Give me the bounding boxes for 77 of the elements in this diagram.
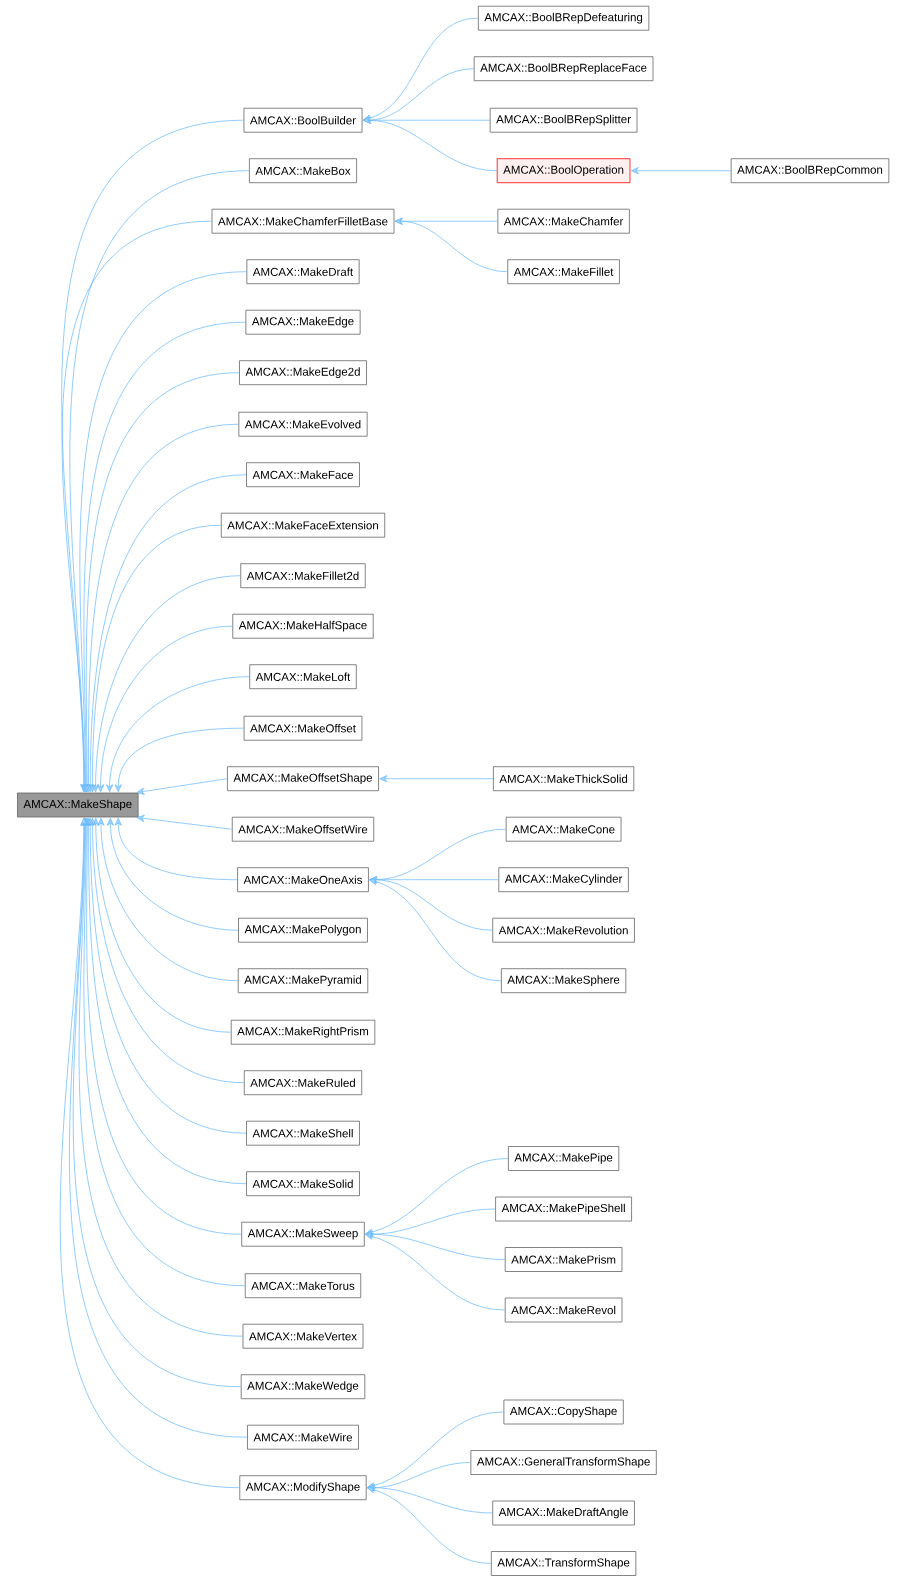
arrow — [86, 474, 247, 793]
class-box: AMCAX::MakeDraftAngle — [492, 1500, 635, 1526]
class-box: AMCAX::BoolBRepSplitter — [489, 107, 638, 133]
class-box: AMCAX::MakeEvolved — [238, 411, 368, 437]
class-box: AMCAX::MakeEdge — [245, 309, 361, 335]
arrow — [362, 116, 498, 172]
arrow — [61, 220, 212, 793]
class-box: AMCAX::MakePipe — [508, 1146, 620, 1171]
class-box: AMCAX::MakeChamfer — [497, 208, 630, 234]
arrow — [367, 1484, 493, 1514]
arrow — [369, 876, 493, 931]
class-box: AMCAX::MakeShell — [246, 1120, 360, 1146]
class-box: AMCAX::BoolBRepReplaceFace — [473, 56, 654, 82]
arrow — [136, 814, 233, 830]
arrow — [367, 1486, 492, 1564]
class-box: AMCAX::MakeDraft — [246, 259, 360, 285]
class-box: AMCAX::MakeSolid — [246, 1171, 360, 1197]
class-box: AMCAX::MakeOffsetShape — [227, 766, 379, 792]
arrow — [365, 1232, 506, 1311]
class-box: AMCAX::MakeLoft — [249, 664, 357, 690]
class-box: AMCAX::MakeHalfSpace — [232, 613, 374, 639]
class-box: AMCAX::MakeWire — [247, 1424, 359, 1450]
class-box: AMCAX::MakePipeShell — [495, 1196, 632, 1222]
arrow — [92, 817, 232, 1033]
class-box: AMCAX::MakeTorus — [244, 1273, 362, 1299]
class-box: AMCAX::MakeEdge2d — [239, 360, 367, 386]
arrow — [88, 817, 245, 1084]
arrow — [136, 778, 228, 795]
arrow — [97, 625, 233, 793]
class-box: AMCAX::MakeVertex — [242, 1323, 364, 1349]
class-box: AMCAX::CopyShape — [503, 1399, 624, 1425]
arrow — [114, 817, 238, 881]
arrow — [60, 817, 240, 1489]
class-box: AMCAX::MakeBox — [249, 158, 357, 184]
arrow — [365, 1158, 509, 1236]
class-box: AMCAX::MakeCone — [505, 816, 622, 842]
class-box: AMCAX::MakeThickSolid — [492, 766, 635, 792]
class-box: AMCAX::MakeFace — [246, 462, 360, 488]
class-box: AMCAX::MakeRevolution — [492, 917, 635, 943]
arrow — [394, 217, 508, 273]
class-box: AMCAX::MakeOffset — [243, 715, 363, 741]
class-box: AMCAX::MakeFillet — [507, 259, 620, 285]
class-box: AMCAX::BoolBuilder — [243, 107, 363, 133]
class-box: AMCAX::MakeChamferFilletBase — [211, 208, 395, 234]
class-box: AMCAX::GeneralTransformShape — [470, 1450, 657, 1475]
class-box: AMCAX::MakePyramid — [237, 968, 369, 994]
class-box: AMCAX::MakeSphere — [500, 968, 627, 994]
arrow — [114, 727, 244, 793]
arrow — [369, 878, 502, 982]
class-box: AMCAX::MakeRuled — [243, 1070, 363, 1096]
class-box: AMCAX::MakePrism — [504, 1247, 623, 1272]
class-box: AMCAX::MakeSweep — [241, 1221, 365, 1247]
class-box: AMCAX::MakeOffsetWire — [231, 816, 375, 842]
class-box: AMCAX::MakeRevol — [504, 1297, 623, 1323]
arrow — [365, 1230, 506, 1260]
arrow — [379, 775, 494, 783]
arrow — [92, 575, 241, 793]
class-box: AMCAX::MakeFaceExtension — [220, 512, 386, 538]
class-box: AMCAX::MakeFillet2d — [240, 563, 366, 589]
class-box: AMCAX::MakePolygon — [238, 917, 368, 943]
class-box: AMCAX::MakeCylinder — [498, 867, 629, 893]
arrow — [106, 676, 250, 793]
arrow — [362, 17, 479, 122]
class-box: AMCAX::MakeWedge — [240, 1374, 366, 1400]
arrow — [106, 817, 239, 931]
class-box: AMCAX::TransformShape — [490, 1551, 637, 1576]
arrow — [97, 817, 239, 982]
class-box: AMCAX::BoolBRepCommon — [730, 158, 890, 184]
class-box: AMCAX::MakeOneAxis — [237, 867, 369, 893]
class-box: AMCAX::BoolBRepDefeaturing — [477, 5, 650, 31]
class-box: AMCAX::MakeRightPrism — [230, 1019, 376, 1045]
class-box: AMCAX::BoolOperation — [496, 158, 631, 184]
arrow — [367, 1411, 504, 1490]
class-box: AMCAX::ModifyShape — [239, 1475, 367, 1501]
arrow — [630, 167, 732, 175]
class-box: AMCAX::MakeShape — [17, 792, 139, 818]
arrow — [88, 524, 222, 793]
